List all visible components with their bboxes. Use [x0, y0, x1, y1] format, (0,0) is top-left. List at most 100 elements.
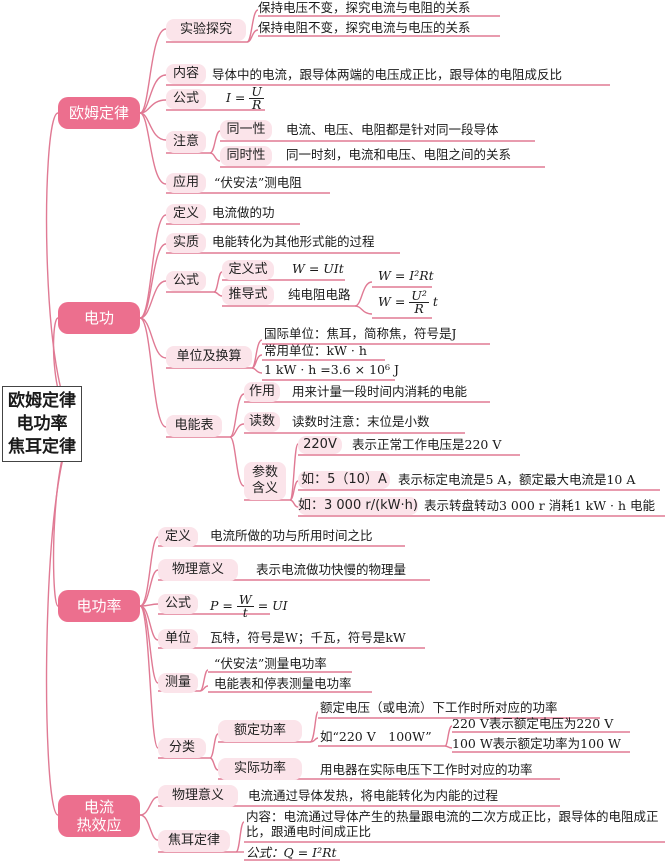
- param-revs-text: 表示转盘转动3 000 r 消耗1 kW · h 电能: [424, 498, 656, 513]
- def-formula-text: W = UIt: [292, 261, 344, 276]
- node-work-formula[interactable]: 公式: [166, 271, 206, 291]
- param-current-tag-label: 如：5（10）A: [301, 472, 387, 487]
- node-joule-law-label: 焦耳定律: [167, 833, 220, 848]
- node-work-essence[interactable]: 实质: [166, 233, 206, 253]
- node-experiment[interactable]: 实验探究: [166, 19, 246, 41]
- power-meaning-text: 表示电流做功快慢的物理量: [256, 562, 407, 577]
- node-power-meaning-label: 物理意义: [171, 562, 224, 577]
- derived-formula-2-lhs: W =: [378, 294, 406, 309]
- node-experiment-label: 实验探究: [179, 22, 232, 37]
- topic-ohm-law[interactable]: 欧姆定律: [58, 97, 140, 129]
- node-actual-power[interactable]: 实际功率: [218, 758, 302, 780]
- node-same-body[interactable]: 同一性: [220, 120, 272, 140]
- node-heat-meaning[interactable]: 物理意义: [158, 785, 238, 807]
- node-meter-use[interactable]: 作用: [244, 382, 280, 402]
- topic-heat-effect[interactable]: 电流 热效应: [58, 795, 140, 837]
- node-power-category[interactable]: 分类: [158, 738, 206, 758]
- node-power-formula-label: 公式: [164, 596, 191, 611]
- node-meter-params[interactable]: 参数含义: [244, 462, 286, 500]
- node-units-label: 单位及换算: [176, 349, 242, 364]
- rated-example-power: 100 W表示额定功率为100 W: [452, 736, 621, 751]
- rated-power-text: 额定电压（或电流）下工作时所对应的功率: [320, 700, 558, 715]
- node-def-formula[interactable]: 定义式: [222, 260, 274, 280]
- node-same-time-label: 同时性: [226, 148, 266, 163]
- power-unit-text: 瓦特，符号是W；千瓦，符号是kW: [210, 630, 406, 645]
- node-power-formula[interactable]: 公式: [158, 594, 198, 614]
- power-formula-lhs: P =: [210, 598, 233, 613]
- topic-power-label: 电功率: [76, 597, 122, 615]
- param-220v-tag-label: 220V: [303, 437, 337, 452]
- derived-formula-1: W = I²Rt: [378, 268, 434, 283]
- node-joule-law[interactable]: 焦耳定律: [158, 830, 230, 852]
- meter-reading-text: 读数时注意：末位是小数: [292, 414, 430, 429]
- node-same-time[interactable]: 同时性: [220, 146, 272, 166]
- joule-formula-text: 公式：Q = I²Rt: [246, 845, 337, 860]
- node-power-definition[interactable]: 定义: [158, 527, 198, 547]
- topic-electric-power[interactable]: 电功率: [58, 590, 140, 622]
- param-revs-tag: 如：3 000 r/(kW·h): [298, 497, 418, 515]
- node-note[interactable]: 注意: [166, 131, 206, 153]
- units-conversion: 1 kW · h =3.6 × 10⁶ J: [264, 362, 399, 377]
- derived-formula-2-num: U²: [409, 288, 429, 303]
- node-ohm-formula-label: 公式: [172, 91, 199, 106]
- node-meter-use-label: 作用: [248, 384, 275, 399]
- node-meter-reading[interactable]: 读数: [244, 412, 280, 432]
- node-meter-reading-label: 读数: [248, 414, 275, 429]
- node-ohm-formula[interactable]: 公式: [166, 89, 206, 109]
- node-derived-formula[interactable]: 推导式: [222, 285, 274, 305]
- topic-electric-work[interactable]: 电功: [58, 302, 140, 334]
- param-revs-tag-label: 如：3 000 r/(kW·h): [298, 498, 418, 513]
- root-line-3: 焦耳定律: [8, 437, 76, 457]
- node-content[interactable]: 内容: [166, 64, 206, 84]
- measure-item-1: “伏安法”测量电功率: [214, 656, 327, 671]
- node-application-label: 应用: [172, 175, 199, 190]
- measure-item-2: 电能表和停表测量电功率: [214, 676, 352, 691]
- ohm-formula-num: U: [249, 84, 264, 99]
- node-content-label: 内容: [172, 66, 199, 81]
- node-power-measure[interactable]: 测量: [158, 673, 198, 693]
- units-si: 国际单位：焦耳，简称焦，符号是J: [264, 326, 457, 341]
- node-power-measure-label: 测量: [164, 675, 191, 690]
- param-220v-text: 表示正常工作电压是220 V: [352, 437, 502, 452]
- ohm-formula-lhs: I =: [226, 90, 246, 105]
- node-power-unit[interactable]: 单位: [158, 629, 198, 649]
- param-current-tag: 如：5（10）A: [298, 471, 390, 489]
- node-note-label: 注意: [172, 134, 199, 149]
- node-work-definition[interactable]: 定义: [166, 204, 206, 224]
- node-units[interactable]: 单位及换算: [166, 346, 252, 368]
- experiment-item-1: 保持电压不变，探究电流与电阻的关系: [258, 0, 471, 15]
- node-same-body-label: 同一性: [226, 122, 266, 137]
- root-line-2: 电功率: [16, 414, 68, 434]
- application-text: “伏安法”测电阻: [214, 175, 302, 190]
- node-rated-power[interactable]: 额定功率: [218, 720, 302, 742]
- rated-example-voltage: 220 V表示额定电压为220 V: [452, 716, 614, 731]
- node-meter-params-label: 参数含义: [251, 465, 278, 496]
- param-current-text: 表示标定电流是5 A，额定最大电流是10 A: [398, 472, 636, 487]
- node-meter[interactable]: 电能表: [166, 415, 222, 437]
- topic-heat-line-2: 热效应: [76, 816, 122, 834]
- power-formula-tail: = UI: [257, 598, 288, 613]
- heat-meaning-text: 电流通过导体发热，将电能转化为内能的过程: [248, 788, 499, 803]
- node-power-meaning[interactable]: 物理意义: [158, 559, 238, 581]
- joule-content-text: 内容：电流通过导体产生的热量跟电流的二次方成正比，跟导体的电阻成正比，跟通电时间…: [246, 809, 659, 839]
- rated-power-example: 如“220 V 100W”: [320, 729, 432, 744]
- root-line-1: 欧姆定律: [8, 391, 76, 411]
- node-power-definition-label: 定义: [164, 529, 191, 544]
- root-topic: 欧姆定律 电功率 焦耳定律: [2, 386, 82, 462]
- work-definition-text: 电流做的功: [212, 205, 275, 220]
- work-essence-text: 电能转化为其他形式能的过程: [212, 234, 375, 249]
- node-application[interactable]: 应用: [166, 173, 206, 193]
- derived-circuit-text: 纯电阻电路: [288, 287, 351, 302]
- same-time-text: 同一时刻，电流和电压、电阻之间的关系: [286, 147, 512, 162]
- power-formula-num: W: [236, 592, 254, 607]
- node-power-category-label: 分类: [168, 740, 195, 755]
- topic-heat-line-1: 电流: [83, 798, 114, 816]
- node-derived-formula-label: 推导式: [228, 287, 268, 302]
- node-rated-power-label: 额定功率: [233, 723, 286, 738]
- node-work-essence-label: 实质: [172, 235, 199, 250]
- node-work-formula-label: 公式: [172, 273, 199, 288]
- node-def-formula-label: 定义式: [228, 262, 268, 277]
